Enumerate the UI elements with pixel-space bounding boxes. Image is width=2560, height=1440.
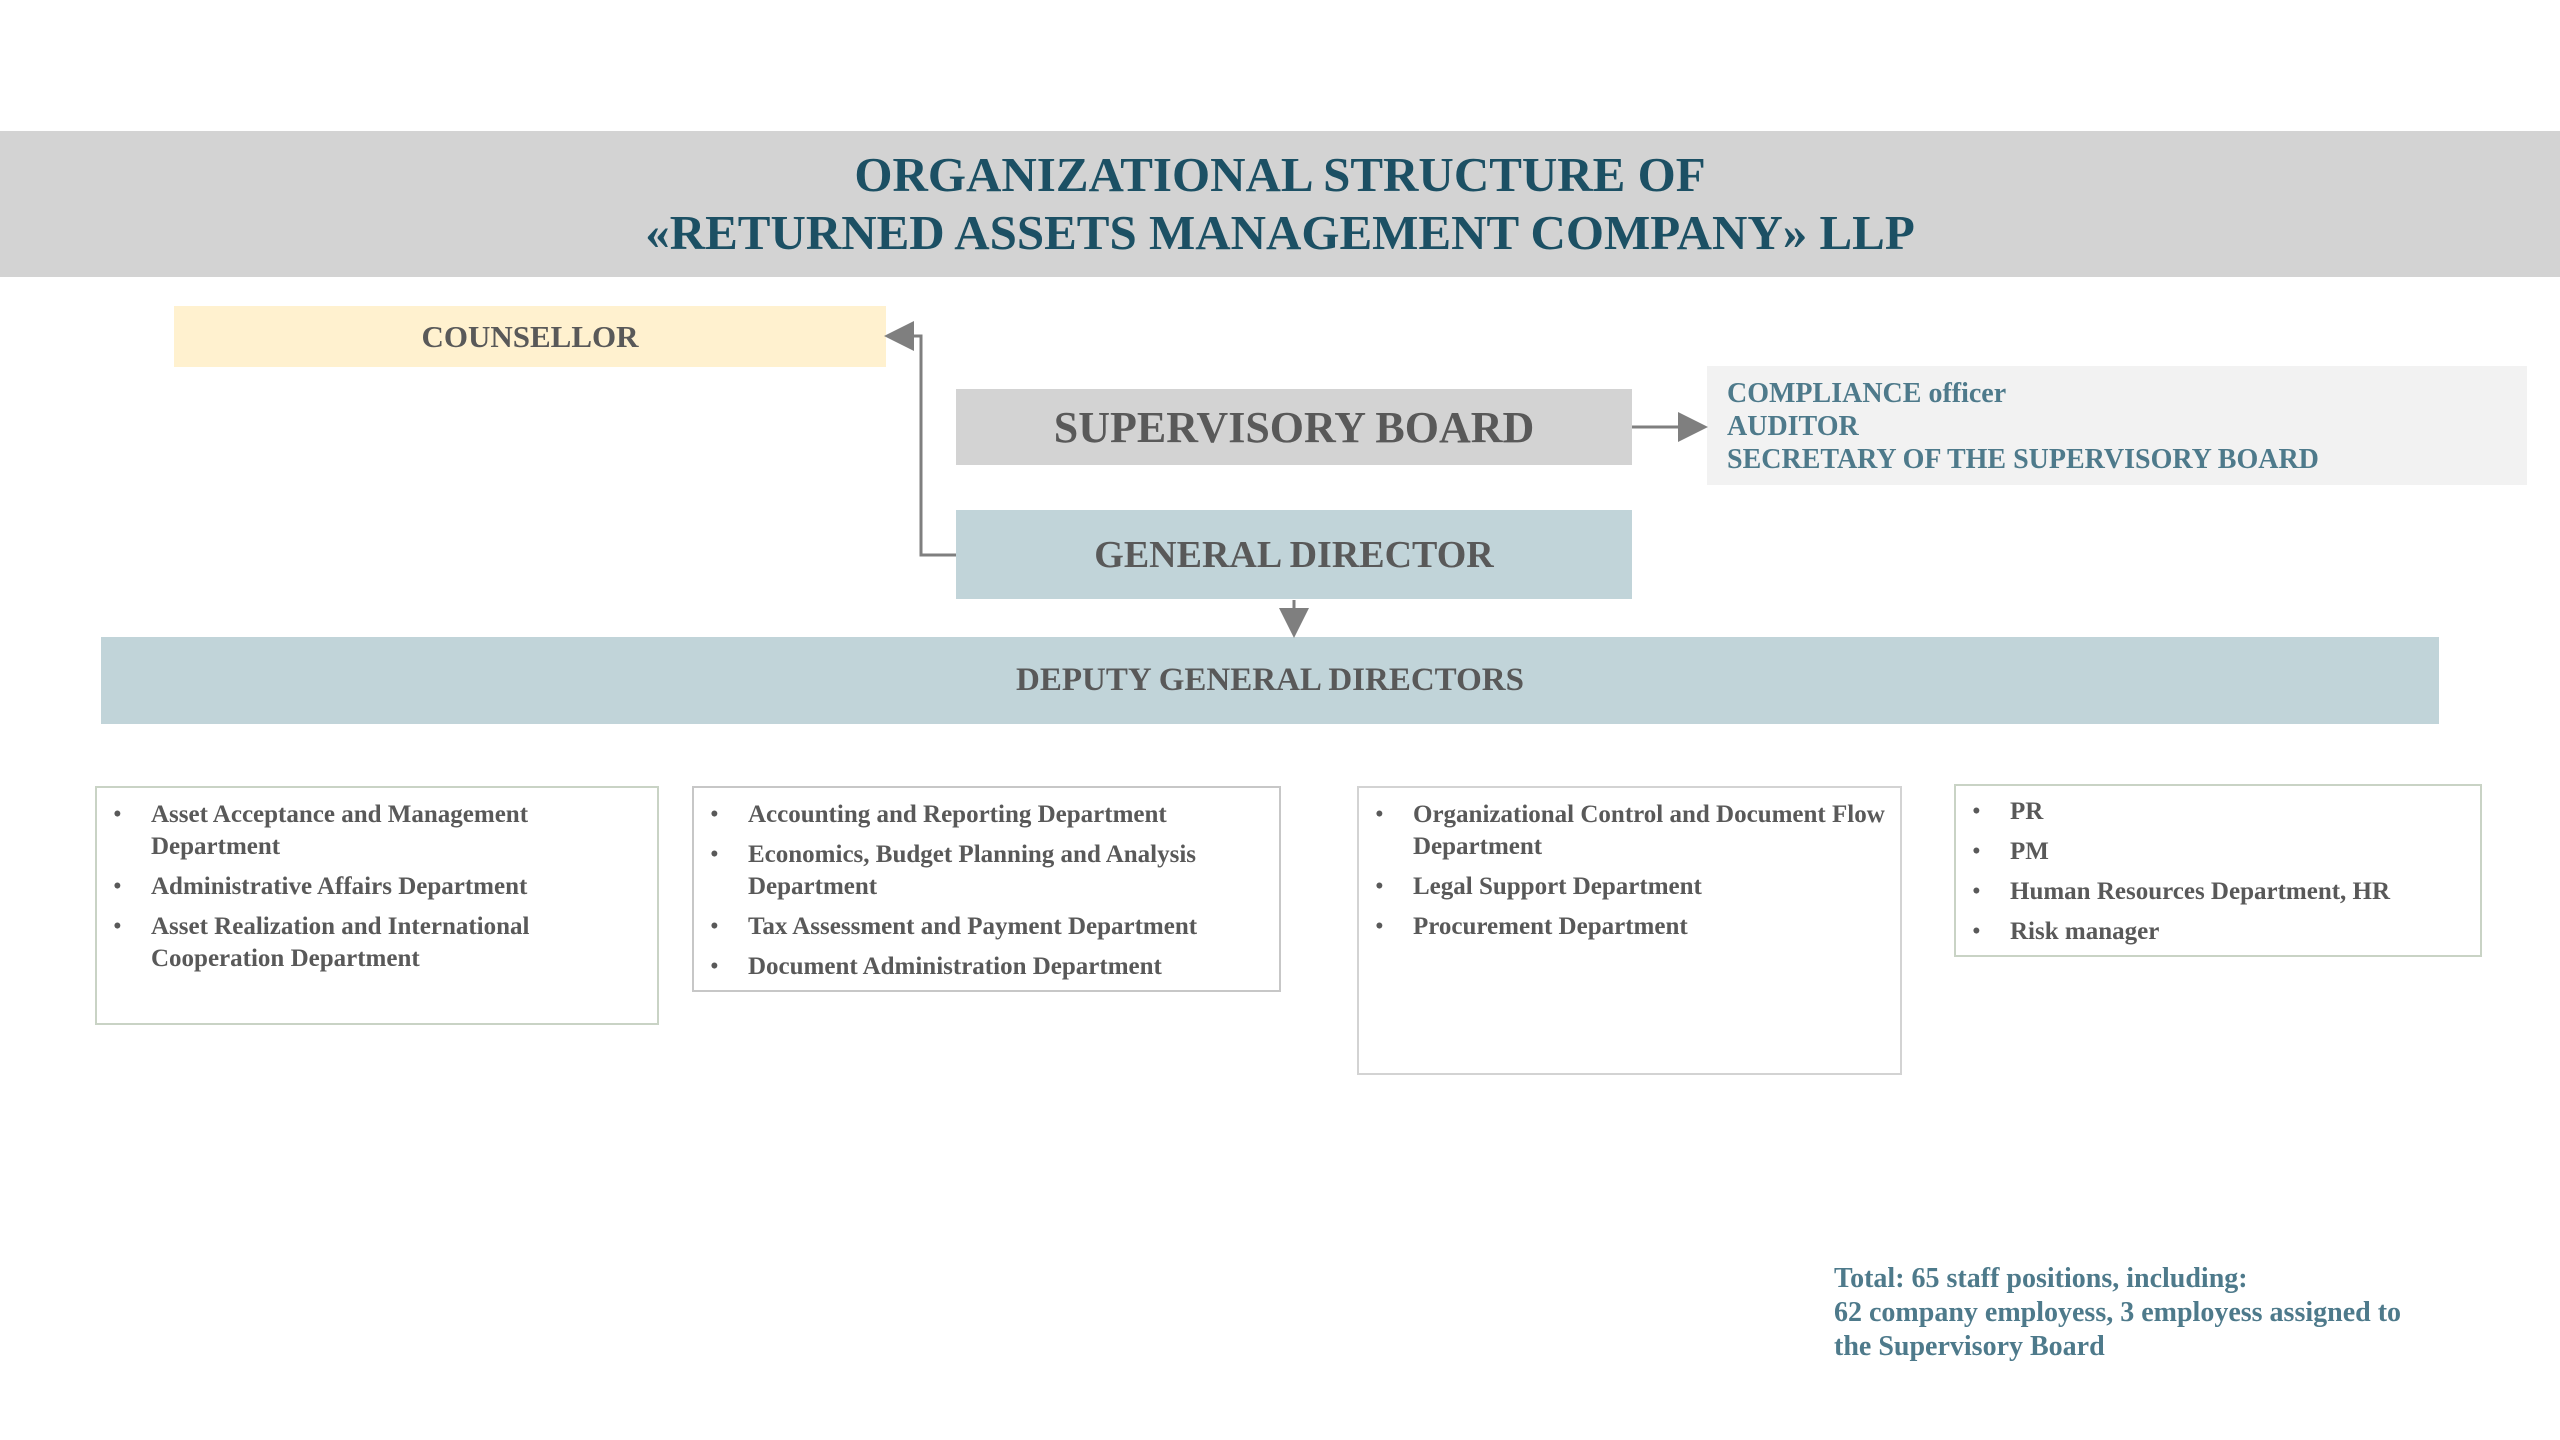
deputy-general-directors-label: DEPUTY GENERAL DIRECTORS (1016, 662, 1524, 698)
department-item: Risk manager (1956, 916, 2480, 948)
department-group-3: Organizational Control and Document Flow… (1357, 786, 1902, 1075)
department-list: PR PM Human Resources Department, HR Ris… (1956, 796, 2480, 948)
department-group-4: PR PM Human Resources Department, HR Ris… (1954, 784, 2482, 957)
department-item: Legal Support Department (1359, 871, 1900, 903)
supervisory-board-label: SUPERVISORY BOARD (1053, 402, 1535, 452)
department-group-1: Asset Acceptance and Management Departme… (95, 786, 659, 1025)
department-item: Tax Assessment and Payment Department (694, 911, 1279, 943)
board-staff-box: COMPLIANCE officer AUDITOR SECRETARY OF … (1707, 366, 2527, 485)
department-list: Organizational Control and Document Flow… (1359, 799, 1900, 943)
page-title: ORGANIZATIONAL STRUCTURE OF «RETURNED AS… (0, 131, 2560, 277)
counsellor-box: COUNSELLOR (174, 306, 886, 367)
general-director-label: GENERAL DIRECTOR (1094, 533, 1494, 576)
department-item: Organizational Control and Document Flow… (1359, 799, 1900, 863)
department-list: Accounting and Reporting Department Econ… (694, 799, 1279, 983)
director-to-counsellor-connector (884, 321, 956, 557)
staff-total-note: Total: 65 staff positions, including: 62… (1834, 1262, 2474, 1364)
staff-total-line: the Supervisory Board (1834, 1331, 2105, 1362)
counsellor-label: COUNSELLOR (421, 318, 639, 354)
department-list: Asset Acceptance and Management Departme… (97, 799, 657, 975)
department-item: Asset Realization and International Coop… (97, 911, 657, 975)
department-item: Human Resources Department, HR (1956, 876, 2480, 908)
staff-total-line: 62 company employess, 3 employess assign… (1834, 1297, 2402, 1328)
general-director-box: GENERAL DIRECTOR (956, 510, 1632, 599)
department-item: Economics, Budget Planning and Analysis … (694, 839, 1279, 903)
department-group-2: Accounting and Reporting Department Econ… (692, 786, 1281, 992)
board-staff-item: SECRETARY OF THE SUPERVISORY BOARD (1727, 444, 2319, 475)
staff-total-line: Total: 65 staff positions, including: (1834, 1263, 2248, 1294)
department-item: Document Administration Department (694, 951, 1279, 983)
department-item: Accounting and Reporting Department (694, 799, 1279, 831)
supervisory-board-box: SUPERVISORY BOARD (956, 389, 1632, 465)
page-title-line-2: «RETURNED ASSETS MANAGEMENT COMPANY» LLP (645, 205, 1915, 260)
board-staff-item: AUDITOR (1727, 411, 1859, 442)
department-item: Procurement Department (1359, 911, 1900, 943)
department-item: PM (1956, 836, 2480, 868)
department-item: PR (1956, 796, 2480, 828)
deputy-general-directors-box: DEPUTY GENERAL DIRECTORS (101, 637, 2439, 724)
board-staff-item: COMPLIANCE officer (1727, 378, 2007, 409)
page-title-line-1: ORGANIZATIONAL STRUCTURE OF (854, 147, 1706, 202)
department-item: Asset Acceptance and Management Departme… (97, 799, 657, 863)
department-item: Administrative Affairs Department (97, 871, 657, 903)
